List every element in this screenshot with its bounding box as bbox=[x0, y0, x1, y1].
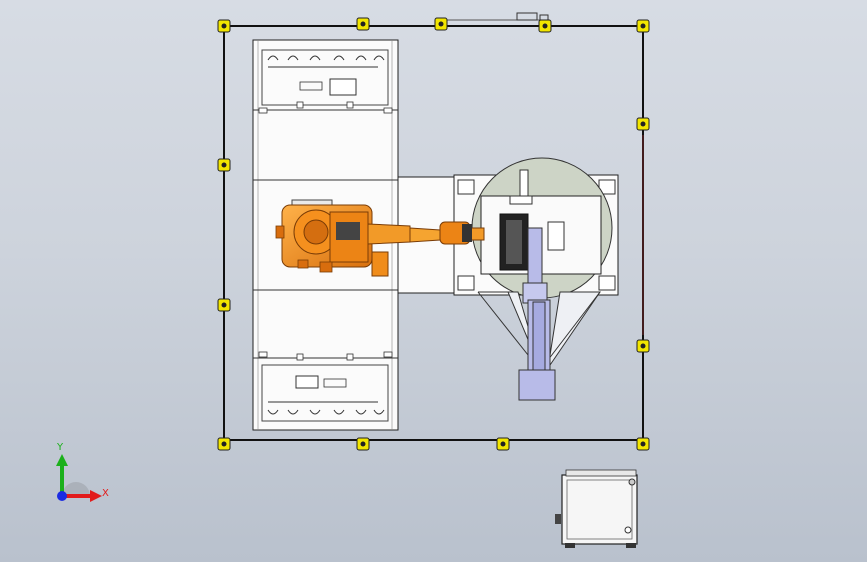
coordinate-triad: Y X bbox=[40, 440, 120, 520]
x-axis-label: X bbox=[102, 488, 109, 499]
y-axis-label: Y bbox=[57, 442, 64, 453]
fence-post-center bbox=[542, 23, 548, 29]
fence-post-center bbox=[221, 441, 227, 447]
fence-post-center bbox=[221, 302, 227, 308]
fence-post-center bbox=[640, 441, 646, 447]
control-cabinet bbox=[555, 469, 638, 548]
fence-post-center bbox=[438, 21, 444, 27]
fence-posts bbox=[217, 17, 650, 451]
fence-post-center bbox=[500, 441, 506, 447]
fence-post-center bbox=[640, 121, 646, 127]
fence-post-center bbox=[360, 441, 366, 447]
fence-post-center bbox=[360, 21, 366, 27]
fence-post-center bbox=[221, 162, 227, 168]
industrial-robot bbox=[275, 199, 485, 277]
fence-post-center bbox=[221, 23, 227, 29]
positioner-arm bbox=[477, 227, 601, 401]
fence-post-center bbox=[640, 343, 646, 349]
fence-post-center bbox=[640, 23, 646, 29]
